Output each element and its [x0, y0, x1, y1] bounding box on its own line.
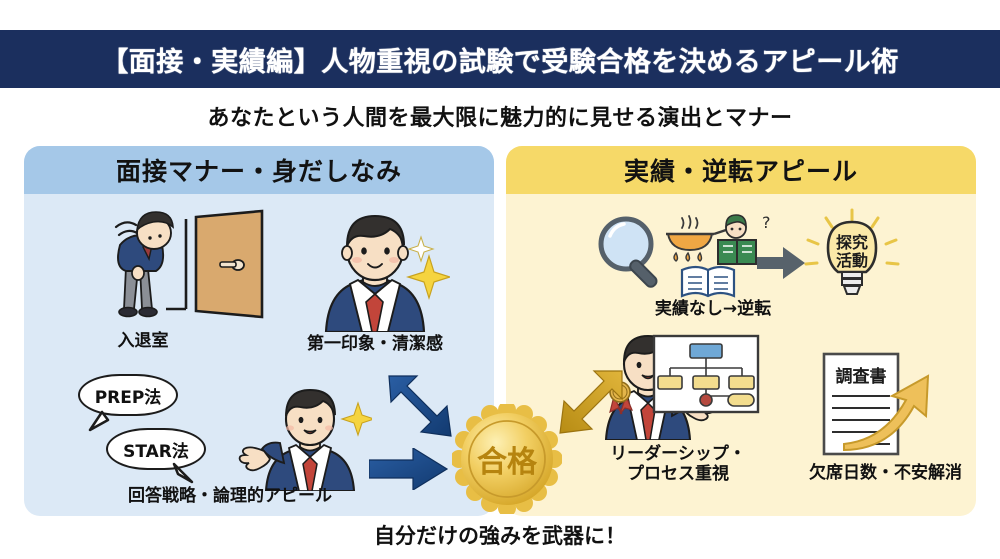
- panel-left-heading: 面接マナー・身だしなみ: [115, 157, 402, 186]
- bubble-star-method: STAR法: [106, 428, 206, 484]
- smiling-student-sparkle-icon: [324, 214, 450, 332]
- caption-absence-anxiety: 欠席日数・不安解消: [809, 463, 962, 483]
- caption-leadership-process: リーダーシップ・ プロセス重視: [610, 444, 746, 484]
- magnifier-cooking-reading-book-icon: ?: [598, 213, 771, 298]
- bubble-prep-method: PREP法: [78, 374, 178, 432]
- report-document-uparrow-icon: 調査書: [822, 352, 930, 456]
- panel-left-header: 面接マナー・身だしなみ: [24, 146, 494, 194]
- navy-diagonal-arrow-icon: [388, 375, 452, 437]
- bubble-prep-label: PREP法: [94, 387, 162, 408]
- bulb-label-line2: 活動: [836, 251, 868, 270]
- caption-answer-strategy: 回答戦略・論理的アピール: [128, 486, 332, 506]
- gold-diagonal-arrow-icon: [559, 370, 623, 434]
- presenting-student-icon: [238, 389, 372, 491]
- subtitle: あなたという人間を最大限に魅力的に見せる演出とマナー: [207, 106, 793, 131]
- caption-first-impression: 第一印象・清潔感: [307, 334, 443, 354]
- medal-label-text: 合格: [477, 445, 538, 480]
- panel-achievements-appeal: 実績・逆転アピール: [506, 146, 976, 516]
- medal-pass-badge: 合格: [450, 401, 563, 517]
- bowing-student-door-icon: [114, 209, 264, 319]
- svg-text:?: ?: [762, 213, 771, 232]
- panel-right-heading: 実績・逆転アピール: [623, 157, 858, 186]
- student-award-orgchart-icon: [604, 334, 760, 440]
- panel-right-header: 実績・逆転アピール: [506, 146, 976, 194]
- bulb-label-line1: 探究: [836, 233, 868, 252]
- caption-entering-exiting: 入退室: [117, 331, 169, 351]
- caption-no-achievement-reversal: 実績なし→逆転: [654, 299, 772, 319]
- title-banner: 【面接・実績編】人物重視の試験で受験合格を決めるアピール術: [0, 30, 1000, 88]
- footer-tagline: 自分だけの強みを武器に！: [374, 524, 626, 548]
- gray-right-arrow-icon: [757, 247, 805, 279]
- navy-right-arrow-icon: [369, 448, 449, 490]
- bubble-star-label: STAR法: [123, 441, 189, 462]
- page-title: 【面接・実績編】人物重視の試験で受験合格を決めるアピール術: [101, 46, 899, 78]
- report-title-text: 調査書: [836, 366, 887, 387]
- lightbulb-inquiry-icon: 探究 活動: [804, 208, 900, 295]
